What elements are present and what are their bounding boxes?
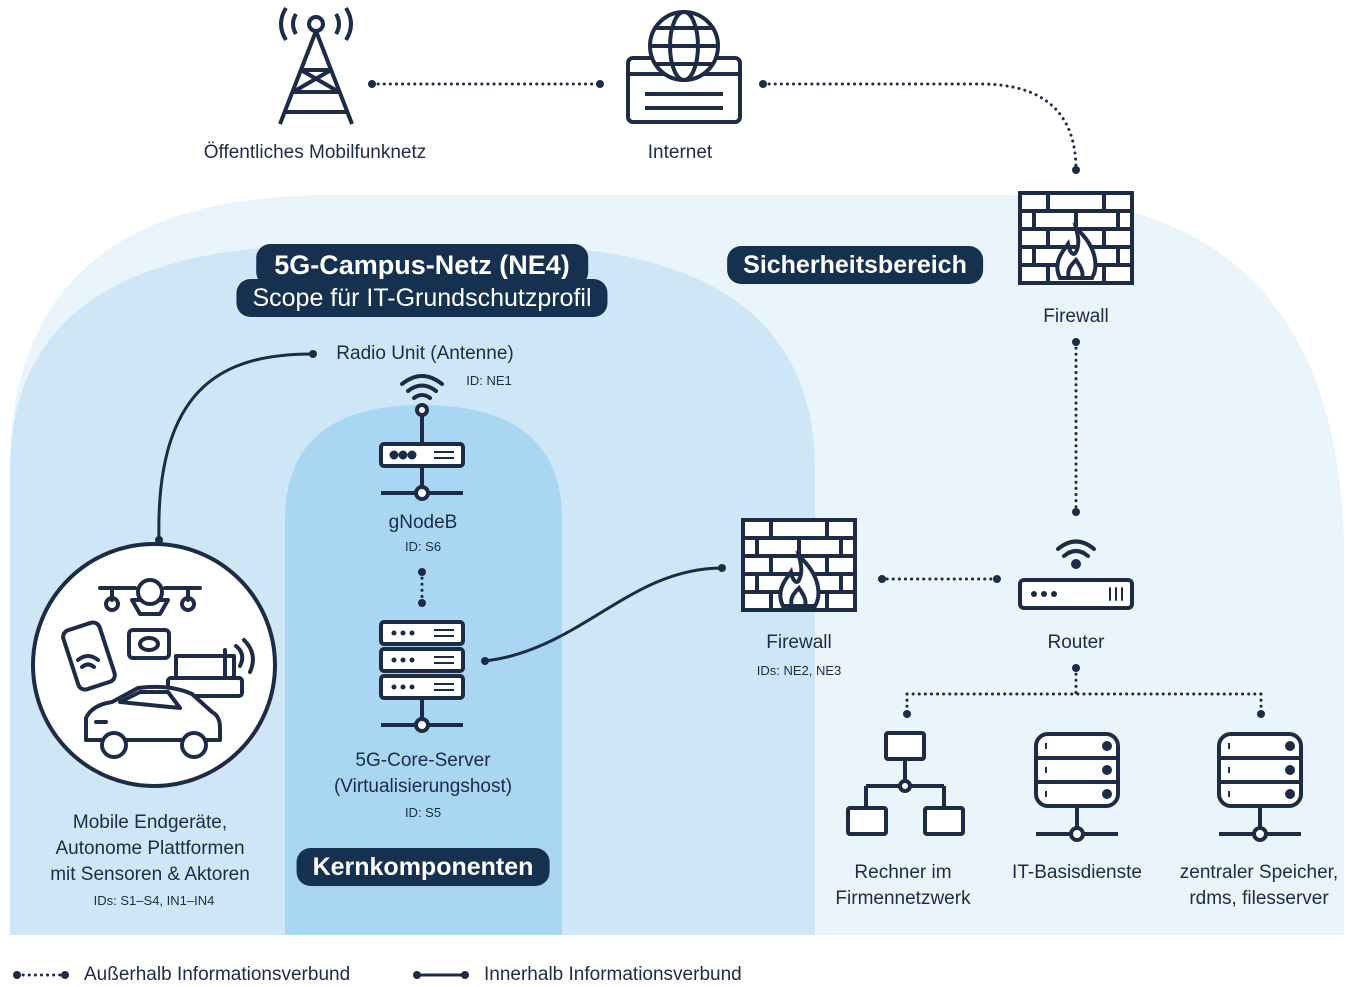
public-mobile-label: Öffentliches Mobilfunknetz [203, 142, 427, 163]
campus-network-name: 5G-Campus-Netz (NE4) [274, 250, 570, 280]
core-server-id: ID: S5 [404, 805, 442, 820]
network-computers-icon [846, 731, 965, 836]
gnodeb-label: gNodeB [388, 512, 458, 533]
core-server-label-2: (Virtualisierungshost) [333, 776, 513, 797]
legend-solid-label: Innerhalb Informationsverbund [484, 964, 742, 985]
company-pcs-label-2: Firmennetzwerk [835, 888, 971, 909]
server-rack-icon [379, 620, 465, 733]
devices-icon [31, 542, 277, 788]
connection-endpoints [155, 80, 1265, 718]
router-icon [1018, 539, 1134, 610]
central-storage-label-1: zentraler Speicher, [1179, 862, 1339, 883]
antenna-icon [400, 374, 444, 446]
legend-solid: Innerhalb Informationsverbund [412, 964, 742, 986]
central-storage-label-2: rdms, filesserver [1189, 888, 1329, 909]
devices-label-1: Mobile Endgeräte, [72, 812, 228, 833]
central-storage-icon [1217, 732, 1303, 842]
radio-tower-icon [278, 6, 354, 125]
router-label: Router [1047, 632, 1105, 653]
devices-label-2: Autonome Plattformen [55, 838, 245, 859]
firewall-mid-icon [741, 518, 857, 612]
radio-unit-id: ID: NE1 [466, 373, 512, 388]
radio-unit-label: Radio Unit (Antenne) [336, 343, 514, 364]
dotted-connections [370, 82, 1263, 716]
firewall-mid-id: IDs: NE2, NE3 [756, 663, 842, 678]
gnodeb-icon [379, 442, 465, 501]
firewall-mid-label: Firewall [766, 632, 832, 653]
link-internet-firewall [761, 82, 1078, 172]
firewall-top-label: Firewall [1043, 306, 1109, 327]
firewall-top-icon [1018, 191, 1134, 285]
link-router-branches [905, 666, 1263, 716]
company-pcs-label-1: Rechner im [854, 862, 952, 883]
gnodeb-id: ID: S6 [404, 539, 442, 554]
devices-id: IDs: S1–S4, IN1–IN4 [93, 893, 215, 908]
it-services-icon [1034, 732, 1120, 842]
campus-network-subtitle: Scope für IT-Grundschutzprofil [252, 284, 592, 312]
internet-label: Internet [647, 142, 713, 163]
devices-label-3: mit Sensoren & Aktoren [50, 864, 250, 885]
core-components-label: Kernkomponenten [296, 848, 550, 886]
globe-icon [626, 10, 742, 124]
solid-connections [157, 352, 724, 663]
legend-dotted: Außerhalb Informationsverbund [12, 964, 350, 986]
security-area-label: Sicherheitsbereich [727, 246, 983, 284]
core-server-label-1: 5G-Core-Server [355, 750, 491, 771]
dotted-line-icon [13, 971, 69, 979]
link-core-firewall [483, 566, 724, 663]
it-services-label: IT-Basisdienste [1012, 862, 1142, 883]
solid-line-icon [413, 971, 469, 979]
campus-network-scope: Scope für IT-Grundschutzprofil [236, 279, 608, 317]
legend-dotted-label: Außerhalb Informationsverbund [84, 964, 351, 985]
link-devices-radio [157, 352, 315, 542]
